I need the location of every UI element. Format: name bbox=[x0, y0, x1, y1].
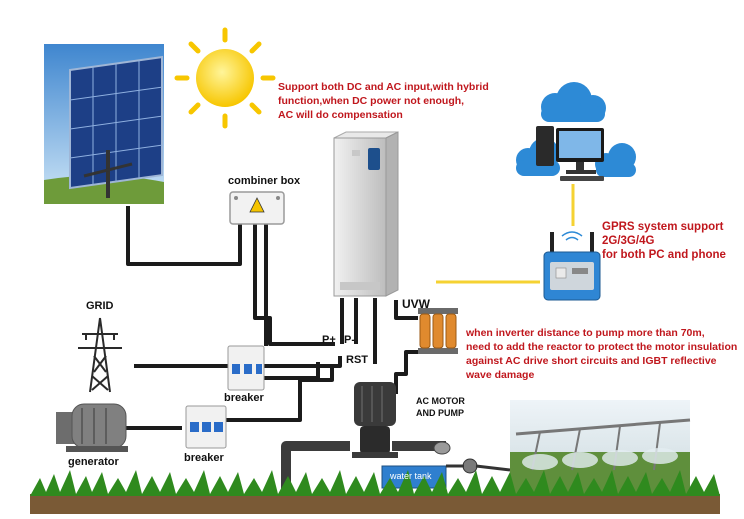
cloud-icon-right bbox=[595, 143, 636, 177]
cable-breaker1-to-rst bbox=[264, 356, 342, 368]
gprs-note-line: for both PC and phone bbox=[602, 249, 726, 261]
uvw-label: UVW bbox=[402, 297, 430, 311]
cable-reactor-to-motor bbox=[394, 350, 418, 394]
combiner-box bbox=[229, 191, 285, 225]
gprs-module-icon bbox=[543, 231, 601, 301]
gprs-note: GPRS system support 2G/3G/4G for both PC… bbox=[602, 220, 726, 262]
pump-motor bbox=[352, 382, 398, 458]
hybrid-note-line: Support both DC and AC input,with hybrid bbox=[278, 81, 489, 93]
gprs-note-line: GPRS system support bbox=[602, 221, 724, 233]
rst-label: RST bbox=[346, 354, 368, 366]
breaker-2-label: breaker bbox=[184, 452, 224, 464]
ac-motor-label-line2: AND PUMP bbox=[416, 408, 465, 418]
transmission-tower-icon bbox=[78, 317, 122, 393]
cable-breaker2-up bbox=[226, 364, 334, 422]
reactor bbox=[418, 308, 458, 354]
solar-panel-array bbox=[69, 55, 163, 190]
breaker-1 bbox=[227, 345, 265, 391]
p-minus-label: P- bbox=[344, 334, 355, 346]
hybrid-note-line: function,when DC power not enough, bbox=[278, 95, 465, 107]
inverter-keypad bbox=[368, 148, 380, 170]
hybrid-note-line: AC will do compensation bbox=[278, 109, 403, 121]
signal-lines bbox=[436, 184, 575, 284]
reactor-note-line: need to add the reactor to protect the m… bbox=[466, 341, 738, 353]
generator-label: generator bbox=[68, 456, 119, 468]
cable-uvw-to-reactor bbox=[394, 300, 418, 320]
reactor-note-line: wave damage bbox=[466, 369, 535, 381]
power-cables bbox=[120, 206, 418, 430]
reactor-note-line: against AC drive short circuits and IGBT… bbox=[466, 355, 717, 367]
p-plus-label: P+ bbox=[322, 334, 336, 346]
breaker-1-label: breaker bbox=[224, 392, 264, 404]
grid-label: GRID bbox=[86, 300, 114, 312]
reactor-note-line: when inverter distance to pump more than… bbox=[466, 327, 705, 339]
cable-combiner-pplus bbox=[253, 222, 335, 346]
computer-icon bbox=[536, 126, 604, 181]
ac-motor-label-line1: AC MOTOR bbox=[416, 396, 465, 406]
inverter bbox=[333, 131, 399, 297]
sun-icon bbox=[174, 27, 276, 129]
solar-panel-image bbox=[44, 44, 164, 204]
ground bbox=[30, 470, 720, 514]
gprs-note-line: 2G/3G/4G bbox=[602, 235, 655, 247]
combiner-box-label: combiner box bbox=[228, 175, 301, 187]
generator bbox=[56, 403, 128, 452]
cloud-icon bbox=[541, 82, 606, 122]
water-tank-label: water tank bbox=[390, 471, 432, 481]
breaker-2 bbox=[185, 405, 227, 449]
water-tank bbox=[381, 441, 511, 489]
reactor-note: when inverter distance to pump more than… bbox=[466, 326, 737, 382]
hybrid-note: Support both DC and AC input,with hybrid… bbox=[278, 80, 489, 122]
cable-panel-to-combiner bbox=[126, 206, 242, 266]
